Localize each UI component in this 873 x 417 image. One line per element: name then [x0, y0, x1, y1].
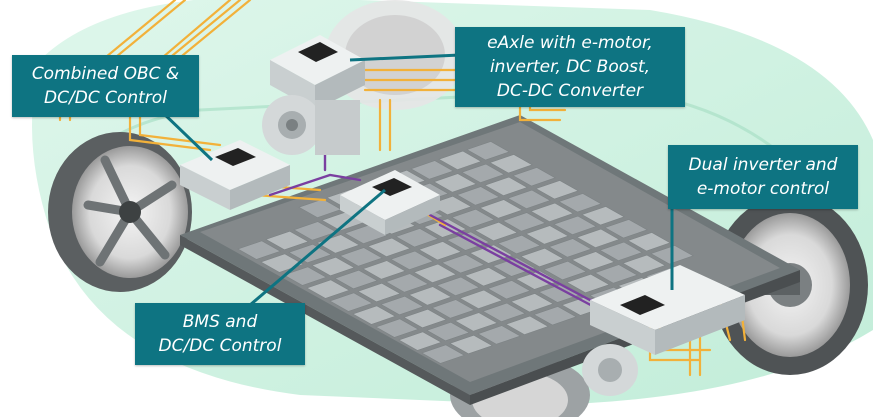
battery-cell: [431, 299, 475, 319]
battery-cell: [449, 334, 493, 355]
battery-cell: [329, 292, 373, 312]
battery-cell: [464, 267, 508, 287]
battery-cell: [510, 293, 554, 313]
callout-eaxle-line1: eAxle with e-motor,: [487, 33, 653, 53]
battery-cell: [433, 173, 477, 193]
battery-cell: [367, 237, 411, 257]
battery-cell: [459, 289, 503, 309]
battery-cell: [622, 254, 666, 274]
battery-cell: [502, 212, 546, 232]
callout-eaxle-line2: inverter, DC Boost,: [489, 57, 651, 77]
battery-cell: [436, 276, 480, 296]
callout-dual-inverter: Dual inverter and e-motor control: [668, 145, 858, 209]
battery-cell: [594, 264, 638, 284]
battery-cell: [403, 308, 447, 329]
battery-cell: [265, 230, 309, 251]
motor-housing-icon: [582, 344, 638, 396]
battery-cell: [456, 186, 500, 206]
wheel-icon: [48, 132, 192, 292]
battery-cell: [451, 208, 495, 229]
battery-cell: [352, 305, 396, 325]
battery-cell: [461, 163, 505, 183]
obc-module: [180, 140, 290, 210]
battery-cell: [421, 344, 465, 364]
ecu-chip-icon: [298, 42, 338, 62]
battery-cell: [466, 141, 510, 161]
battery-cell: [489, 154, 533, 174]
battery-cell: [581, 206, 625, 226]
battery-cell: [362, 260, 406, 280]
battery-cell: [576, 228, 620, 248]
callout-eaxle: eAxle with e-motor, inverter, DC Boost, …: [455, 27, 685, 107]
battery-cell-icon: [237, 141, 694, 364]
battery-cell: [535, 180, 579, 200]
battery-cell: [548, 238, 592, 258]
ecu-chip-icon: [620, 295, 665, 315]
battery-cell: [311, 256, 355, 277]
battery-cell: [512, 167, 556, 187]
battery-cell: [357, 282, 401, 303]
battery-cell: [408, 286, 452, 306]
callout-obc-line2: DC/DC Control: [44, 88, 167, 108]
battery-cell: [487, 280, 531, 300]
battery-cell: [566, 273, 610, 294]
battery-cell: [604, 219, 648, 239]
battery-cell: [530, 202, 574, 222]
battery-cell: [398, 331, 442, 351]
battery-cell: [380, 295, 424, 316]
battery-cell: [477, 325, 521, 345]
battery-cell: [410, 160, 454, 180]
battery-cell: [507, 189, 551, 209]
dual-inverter-module: [582, 265, 745, 396]
callout-eaxle-line3: DC-DC Converter: [496, 81, 644, 101]
callout-bms: BMS and DC/DC Control: [135, 303, 305, 365]
callout-obc-line1: Combined OBC &: [31, 64, 180, 84]
ecu-chip-icon: [215, 148, 256, 166]
battery-cell: [482, 302, 526, 322]
battery-cell: [395, 228, 439, 248]
battery-cell: [385, 273, 429, 293]
battery-cell: [543, 260, 587, 281]
battery-cell: [505, 315, 549, 335]
battery-cell: [454, 312, 498, 332]
motor-housing-icon: [262, 95, 360, 155]
battery-cell: [553, 215, 597, 235]
battery-cell: [438, 150, 482, 170]
callout-leaders: [158, 53, 674, 307]
eaxle-module: [262, 35, 365, 155]
battery-cell: [571, 251, 615, 271]
callout-bms-line1: BMS and: [182, 312, 258, 332]
battery-cell: [413, 263, 457, 283]
battery-cell: [334, 269, 378, 290]
battery-cell: [599, 241, 643, 261]
battery-cell: [283, 266, 327, 286]
battery-cell: [497, 234, 541, 255]
callout-dual-line2: e-motor control: [696, 179, 830, 199]
callout-dual-line1: Dual inverter and: [688, 155, 838, 175]
battery-cell: [474, 221, 518, 242]
callout-bms-line2: DC/DC Control: [158, 336, 282, 356]
battery-cell: [339, 247, 383, 267]
battery-cell: [441, 254, 485, 274]
battery-cell: [418, 241, 462, 261]
battery-cell: [390, 250, 434, 270]
battery-cell: [484, 176, 528, 196]
callout-obc: Combined OBC & DC/DC Control: [12, 55, 199, 117]
battery-cell: [525, 225, 569, 245]
battery-cell: [479, 199, 523, 219]
battery-cell: [426, 321, 470, 342]
battery-cell: [375, 318, 419, 338]
battery-cell: [306, 279, 350, 299]
battery-cell: [558, 193, 602, 213]
battery-cell: [533, 306, 577, 326]
battery-cell: [627, 232, 671, 252]
battery-cell: [520, 247, 564, 268]
battery-cell: [237, 240, 281, 260]
